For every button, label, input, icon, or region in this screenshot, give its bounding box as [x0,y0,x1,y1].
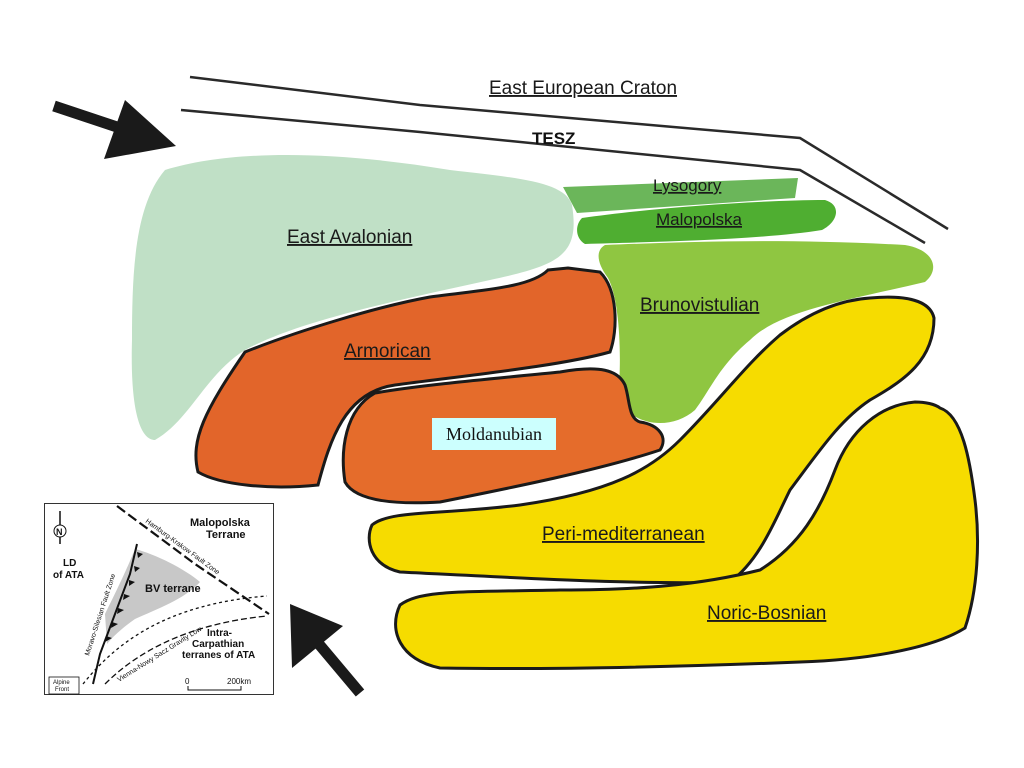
peri-mediterranean-terrane [367,295,936,585]
label-noric-bosnian: Noric-Bosnian [707,603,826,624]
label-lysogory: Lysogory [653,176,722,195]
label-moldanubian: Moldanubian [432,418,556,450]
tesz-boundary-line [180,108,926,245]
east-avalonian-terrane [131,155,574,440]
craton-boundary-line [189,75,949,231]
inset-alpine-label-1: Alpine [53,680,70,686]
armorican-terrane [194,266,617,489]
inset-thrust-teeth [105,552,143,642]
inset-intra-label-1: Intra- [207,628,232,639]
inset-vnsgl-line-2 [104,615,268,685]
inset-bv-terrane-area [105,549,200,644]
inset-intra-label-3: terranes of ATA [182,650,255,661]
stress-arrow-northwest [52,100,176,159]
label-craton: East European Craton [489,78,677,99]
inset-intra-label-2: Carpathian [192,639,244,650]
inset-map-drawing: N Malopolska Terrane LD of ATA BV terran… [48,505,270,695]
label-peri-mediterranean: Peri-mediterranean [542,524,705,545]
inset-alpine-label-2: Front [55,687,69,693]
inset-north-label: N [56,527,63,537]
label-tesz: TESZ [532,129,575,148]
inset-alpine-front-box [48,676,80,695]
label-malopolska: Malopolska [656,210,743,229]
inset-malopolska-label-2: Terrane [206,529,246,541]
north-arrow-icon [53,511,67,544]
inset-scale-bar [187,686,242,691]
label-armorican: Armorican [344,341,431,362]
noric-bosnian-terrane [394,400,980,671]
stress-arrow-southeast [290,604,365,697]
lysogory-terrane [563,178,798,213]
inset-scale-zero: 0 [185,677,190,686]
inset-msfz-line [92,543,138,685]
label-brunovistulian: Brunovistulian [640,295,759,316]
inset-malopolska-label-1: Malopolska [190,517,251,529]
inset-ld-label-2: of ATA [53,570,84,581]
inset-scale-max: 200km [227,677,251,686]
inset-ld-label-1: LD [63,558,76,569]
inset-vnsgl-line-1 [82,595,268,685]
inset-bv-label: BV terrane [145,583,201,595]
inset-map: N Malopolska Terrane LD of ATA BV terran… [44,503,274,695]
label-east-avalonian: East Avalonian [287,227,412,248]
malopolska-terrane [577,200,837,244]
inset-hkfz-line [116,505,270,615]
brunovistulian-terrane [598,241,934,424]
